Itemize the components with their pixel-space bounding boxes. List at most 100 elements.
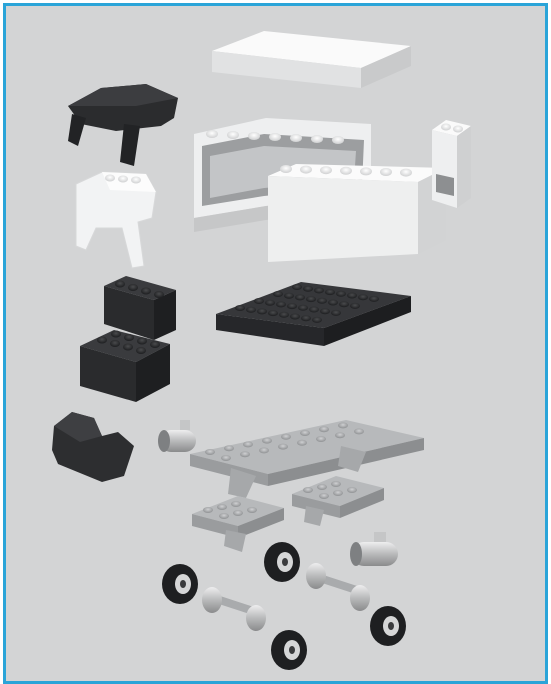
plate-stud [325, 289, 335, 295]
plate-stud [303, 286, 313, 292]
plate-stud [295, 294, 305, 300]
brick-2x4-stud [111, 331, 121, 338]
chassis-stud [205, 449, 215, 455]
plate-stud [350, 303, 360, 309]
window-frame-stud [248, 132, 260, 140]
plate-right-stud [319, 493, 329, 499]
windscreen-stud [105, 175, 115, 182]
window-frame-stud [332, 136, 344, 144]
chassis-stud [354, 428, 364, 434]
plate-right-stud [317, 484, 327, 490]
plate-stud [347, 293, 357, 299]
plate-stud [235, 305, 245, 311]
plate-stud [257, 308, 267, 314]
window-frame-stud [269, 133, 281, 141]
plate-right-stud [333, 490, 343, 496]
wall-stud [300, 166, 312, 174]
windscreen-stud [118, 176, 128, 183]
pillar-stud [441, 124, 451, 131]
plate-stud [268, 310, 278, 316]
plate-stud [287, 303, 297, 309]
wall-stud [280, 165, 292, 173]
plate-left-stud [217, 504, 227, 510]
window-frame-stud [311, 135, 323, 143]
axle-right [306, 563, 370, 611]
plate-left-stud [231, 501, 241, 507]
illustration-frame [3, 3, 548, 684]
plate-right-stud [347, 487, 357, 493]
plate-right-stud [331, 481, 341, 487]
window-frame-stud [290, 134, 302, 142]
plate-stud [290, 314, 300, 320]
brick-2x4-stud [136, 347, 146, 354]
white-pillar [432, 120, 471, 208]
brick-2x4-stud [123, 344, 133, 351]
plate-stud [276, 301, 286, 307]
windscreen-stud [131, 177, 141, 184]
chassis-stud [281, 434, 291, 440]
chassis-stud [297, 440, 307, 446]
black-brick-2x4 [80, 330, 170, 402]
chassis-stud [224, 445, 234, 451]
chassis-stud [335, 432, 345, 438]
brick-1x4-stud [128, 284, 138, 291]
gray-cylinder-right [350, 532, 398, 566]
chassis-stud [262, 438, 272, 444]
plate-stud [306, 296, 316, 302]
brick-1x4-stud [115, 281, 125, 288]
chassis-stud [240, 451, 250, 457]
exploded-parts-illustration [6, 6, 545, 681]
plate-stud [317, 298, 327, 304]
plate-stud [314, 287, 324, 293]
wheel-2 [264, 542, 300, 582]
plate-stud [273, 291, 283, 297]
plate-stud [254, 298, 264, 304]
plate-stud [336, 291, 346, 297]
chassis-stud [243, 441, 253, 447]
plate-stud [309, 307, 319, 313]
window-frame-stud [227, 131, 239, 139]
pillar-stud [453, 126, 463, 133]
plate-stud [320, 308, 330, 314]
wall-stud [320, 166, 332, 174]
plate-left-stud [247, 507, 257, 513]
plate-stud [284, 293, 294, 299]
plate-stud [279, 312, 289, 318]
brick-2x4-stud [97, 337, 107, 344]
plate-stud [301, 315, 311, 321]
black-slope [52, 412, 134, 482]
brick-2x4-stud [150, 341, 160, 348]
white-wall [268, 164, 446, 262]
black-windscreen [68, 84, 178, 166]
plate-stud [331, 310, 341, 316]
chassis-stud [278, 444, 288, 450]
plate-right-stud [303, 487, 313, 493]
plate-stud [265, 300, 275, 306]
plate-stud [358, 294, 368, 300]
black-plate-4x8 [216, 282, 411, 346]
plate-stud [369, 296, 379, 302]
chassis-stud [319, 426, 329, 432]
brick-2x4-stud [110, 340, 120, 347]
brick-1x4-stud [154, 291, 164, 298]
plate-stud [298, 305, 308, 311]
plate-left-stud [203, 507, 213, 513]
window-frame-stud [206, 130, 218, 138]
plate-stud [328, 300, 338, 306]
wall-stud [380, 168, 392, 176]
chassis-stud [300, 430, 310, 436]
plate-stud [339, 301, 349, 307]
axle-left [202, 587, 266, 631]
chassis-stud [316, 436, 326, 442]
brick-2x4-stud [137, 338, 147, 345]
wall-stud [340, 167, 352, 175]
wheel-3 [370, 606, 406, 646]
plate-stud [292, 284, 302, 290]
wall-stud [360, 167, 372, 175]
clear-windscreen [76, 172, 156, 268]
plate-left-stud [219, 513, 229, 519]
brick-2x4-stud [124, 334, 134, 341]
chassis-stud [221, 455, 231, 461]
white-tile [212, 31, 411, 88]
gray-cylinder-left [158, 420, 196, 452]
